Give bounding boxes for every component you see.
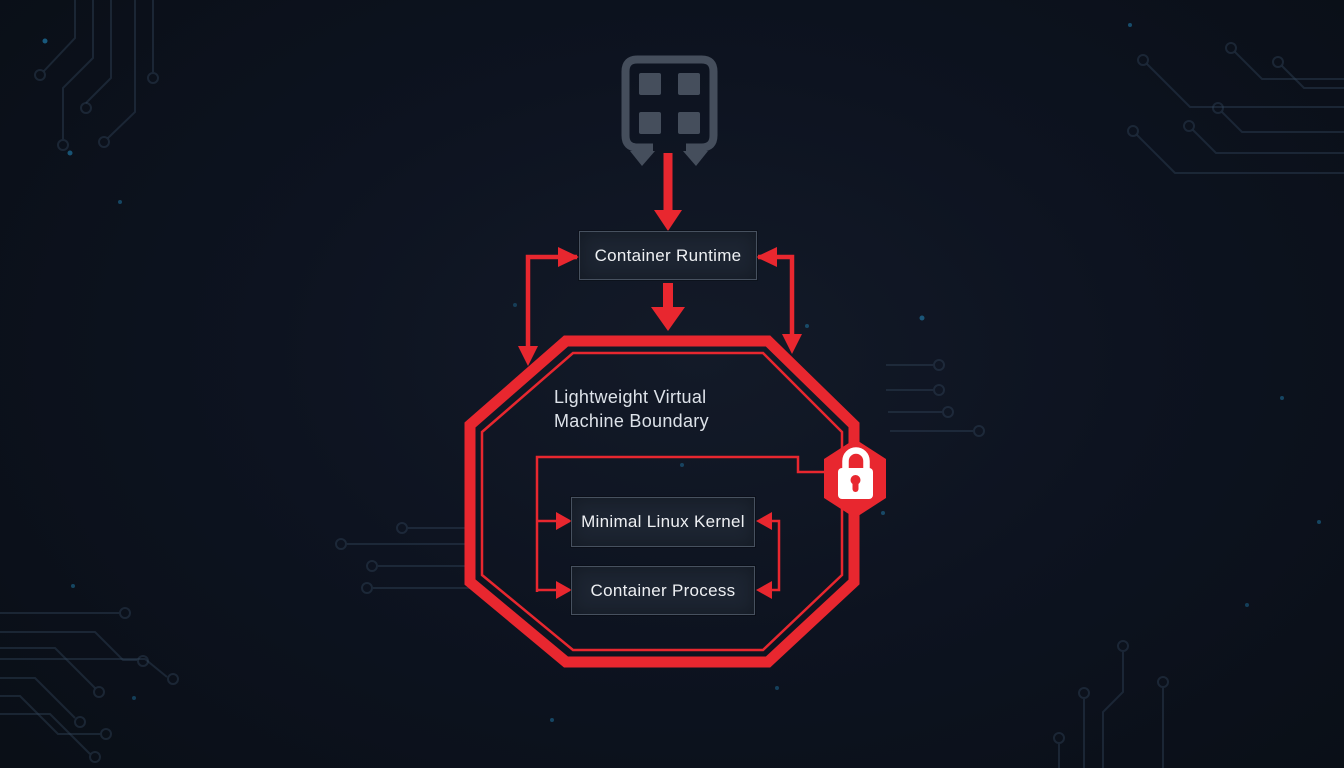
kernel-process-bracket <box>756 512 781 599</box>
container-image-icon <box>621 55 718 166</box>
minimal-linux-kernel-label: Minimal Linux Kernel <box>581 512 745 531</box>
container-process-label: Container Process <box>590 580 736 600</box>
glow-dots <box>42 23 1321 722</box>
process-arrow <box>537 581 572 599</box>
lock-trace <box>535 455 826 592</box>
container-runtime-label: Container Runtime <box>594 245 742 265</box>
vm-boundary-octagon <box>464 335 860 668</box>
lock-icon <box>838 447 873 499</box>
image-to-runtime-arrow <box>654 153 682 231</box>
minimal-linux-kernel-node: Minimal Linux Kernel <box>571 497 755 547</box>
container-runtime-node: Container Runtime <box>579 231 757 280</box>
right-bidirectional-connector <box>756 247 802 354</box>
container-process-node: Container Process <box>571 566 755 615</box>
kernel-arrow <box>537 512 572 530</box>
left-bidirectional-connector <box>518 247 579 366</box>
vm-boundary-label: Lightweight Virtual Machine Boundary <box>554 387 709 431</box>
red-connectors <box>464 153 886 668</box>
runtime-to-boundary-arrow <box>651 283 685 331</box>
